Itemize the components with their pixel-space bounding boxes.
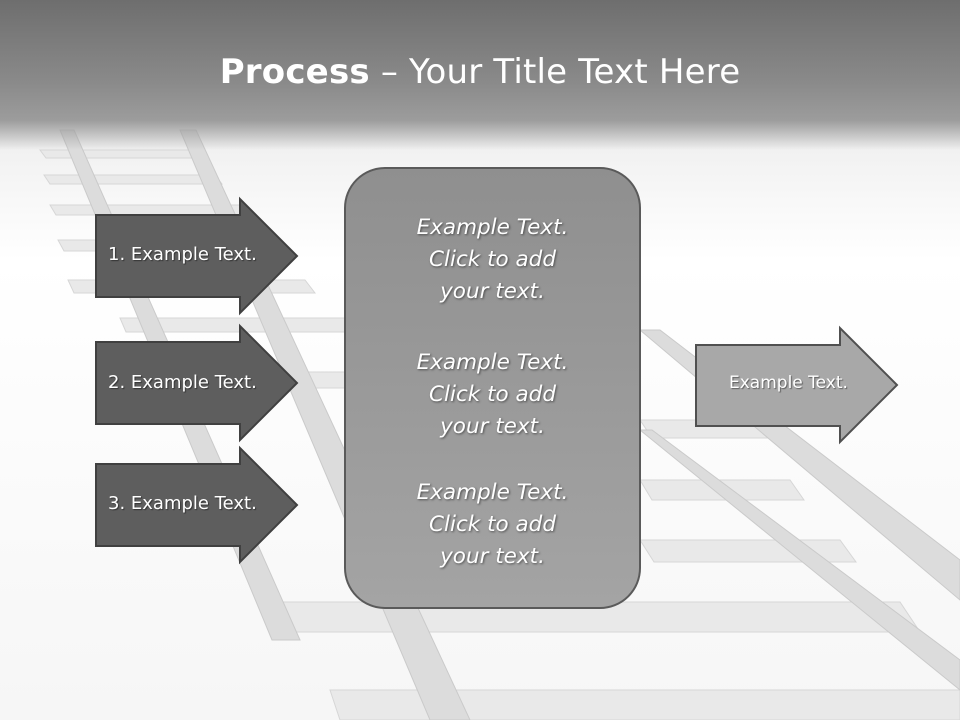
panel-line: your text. (440, 544, 545, 569)
center-panel-shape[interactable] (344, 167, 641, 609)
arrow-label-1: 1. Example Text. (108, 244, 257, 265)
panel-line: Example Text. (416, 350, 569, 375)
panel-line: Example Text. (416, 215, 569, 240)
right-arrow-label: Example Text. (729, 373, 848, 393)
title-bar (0, 0, 960, 150)
right-arrow-shape[interactable] (695, 325, 899, 445)
arrow-shape-1[interactable] (95, 196, 299, 316)
arrow-shape-3[interactable] (95, 445, 299, 565)
panel-text-block-2: Example Text. Click to add your text. (345, 347, 640, 443)
panel-line: Example Text. (416, 480, 569, 505)
title-bold-part: Process (219, 52, 370, 92)
arrow-label-2: 2. Example Text. (108, 372, 257, 393)
panel-line: your text. (440, 279, 545, 304)
panel-line: Click to add (429, 247, 556, 272)
slide-title: Process – Your Title Text Here (0, 52, 960, 92)
panel-text-block-3: Example Text. Click to add your text. (345, 477, 640, 573)
panel-line: your text. (440, 414, 545, 439)
arrow-shape-2[interactable] (95, 323, 299, 443)
panel-line: Click to add (429, 512, 556, 537)
arrow-label-3: 3. Example Text. (108, 493, 257, 514)
title-rest-part: – Your Title Text Here (369, 52, 741, 92)
panel-line: Click to add (429, 382, 556, 407)
panel-text-block-1: Example Text. Click to add your text. (345, 212, 640, 308)
